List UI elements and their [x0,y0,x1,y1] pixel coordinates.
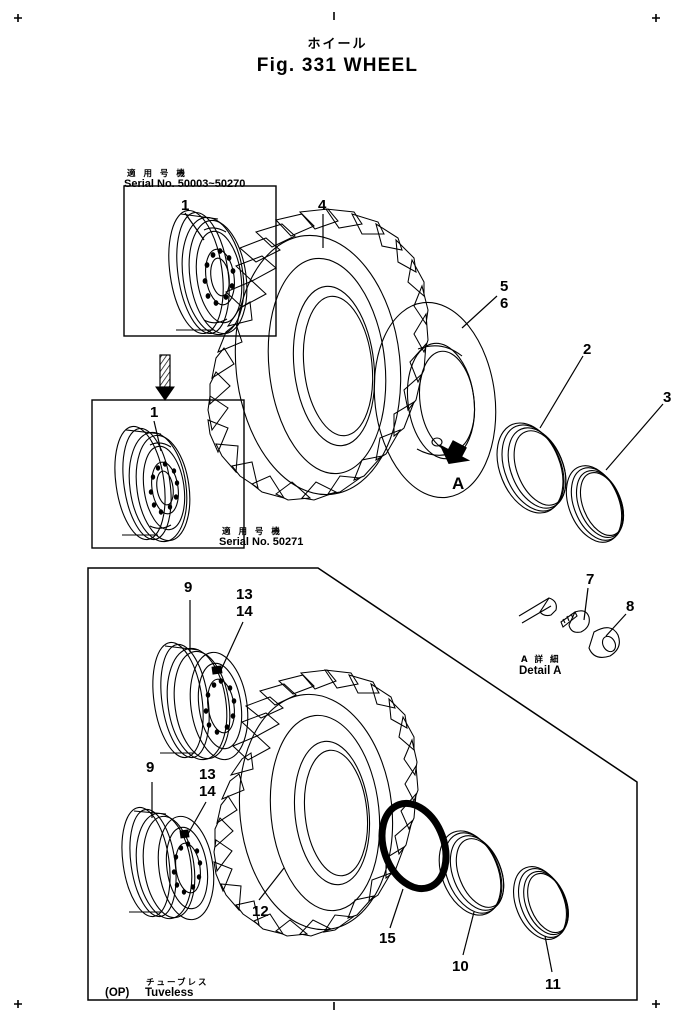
tubeless-rim-upper [152,641,249,761]
flap-ring-2 [496,422,567,514]
tire-item4 [207,208,429,501]
tubeless-rim-lower [121,806,215,921]
callout-1-lower: 1 [150,404,159,421]
variant-arrow [155,354,175,401]
serial-box-1-japanese: 適 用 号 機 [127,169,188,179]
callout-14-lower: 14 [199,783,216,800]
serial-box-2-label: Serial No. 50271 [219,536,304,548]
callout-6-tube-valve: 6 [500,295,509,312]
detail-a-japanese: A 詳 細 [521,655,561,665]
page-title-japanese: ホイール [307,37,368,52]
callout-14-upper: 14 [236,603,253,620]
callout-7-valve: 7 [586,571,595,588]
wheel-rim-upper [168,209,248,336]
callout-1-upper: 1 [181,197,190,214]
callout-12-tire: 12 [252,903,269,920]
callout-9-lower: 9 [146,759,155,776]
serial-box-1-label: Serial No. 50003~50270 [124,178,246,190]
callout-8-cap: 8 [626,598,635,615]
option-japanese: チューブレス [146,978,209,988]
ring-10 [438,830,505,916]
callout-3-lock-ring: 3 [663,389,672,406]
callout-9-upper: 9 [184,579,193,596]
page-title: Fig. 331 WHEEL [256,55,419,76]
callout-13-upper: 13 [236,586,253,603]
option-prefix: (OP) [105,987,130,999]
registration-marks [14,12,660,1010]
callout-2-flap: 2 [583,341,592,358]
callout-4-tire: 4 [318,197,327,214]
callout-15-oring: 15 [379,930,396,947]
callout-10-ring: 10 [452,958,469,975]
serial-box-2-japanese: 適 用 号 機 [222,527,283,537]
detail-a-parts [518,597,620,658]
callout-13-lower: 13 [199,766,216,783]
callout-11-ring: 11 [545,976,561,993]
detail-a-label: Detail A [519,665,562,677]
ring-11 [513,866,569,940]
wheel-rim-lower [114,425,191,543]
tubeless-tire-12 [213,669,419,937]
o-ring-15 [378,799,450,893]
option-label: Tuveless [145,987,194,999]
valve-marker-a: A [452,474,465,493]
lock-ring-3 [565,465,625,543]
callout-5-tube: 5 [500,278,509,295]
valve-arrow-a [431,437,471,465]
